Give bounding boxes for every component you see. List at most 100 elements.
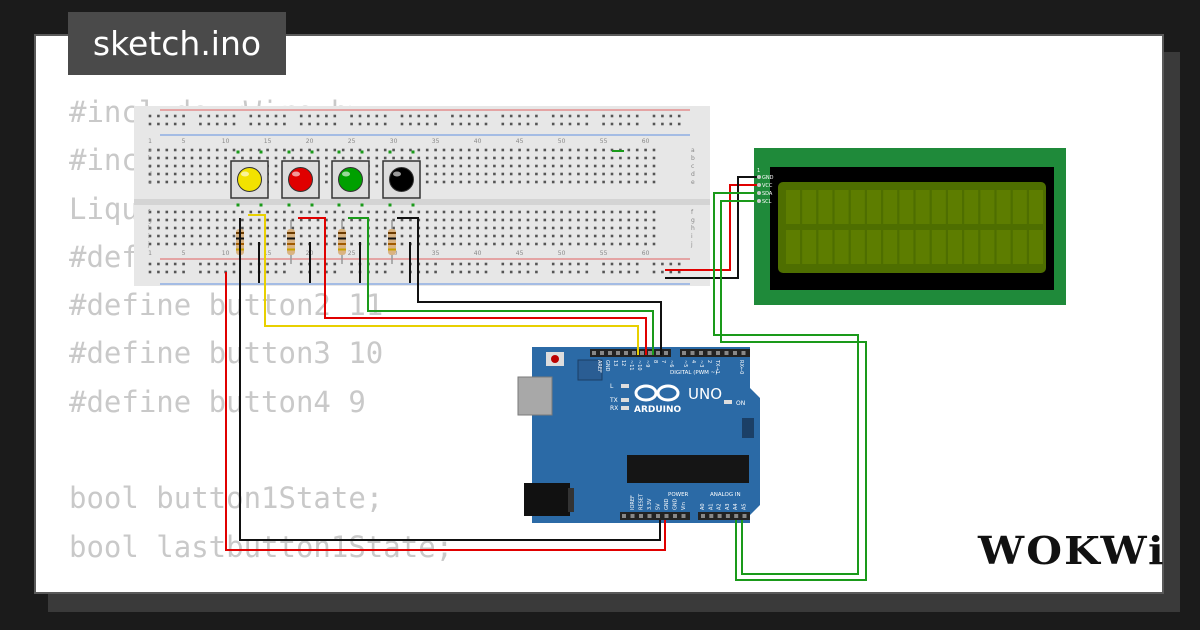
breadboard-hole: [543, 164, 547, 168]
rail-hole: [551, 262, 555, 266]
pushbutton-cap[interactable]: [237, 167, 262, 192]
rail-hole: [232, 122, 236, 126]
pushbutton-red[interactable]: [281, 150, 320, 207]
breadboard-hole: [274, 218, 278, 222]
breadboard-hole: [173, 156, 177, 160]
rail-hole: [568, 262, 572, 266]
led-label: TX: [609, 397, 618, 404]
breadboard-hole: [400, 226, 404, 230]
breadboard-hole: [476, 226, 479, 230]
breadboard-hole: [568, 242, 572, 246]
breadboard[interactable]: 1155101015152020252530303535404045455050…: [134, 106, 710, 286]
pushbutton-leg: [388, 203, 392, 207]
power-pin-label: GND: [664, 498, 670, 510]
breadboard-hole: [467, 164, 471, 168]
pushbutton-green[interactable]: [331, 150, 370, 207]
breadboard-hole: [476, 180, 479, 184]
rail-hole: [308, 114, 311, 118]
lcd-pin-label: GND: [762, 175, 774, 181]
breadboard-hole: [148, 156, 152, 160]
breadboard-hole: [215, 164, 219, 168]
header-hole: [664, 351, 668, 355]
rail-hole: [375, 122, 379, 126]
breadboard-hole: [619, 172, 622, 176]
pushbutton-black[interactable]: [382, 150, 421, 207]
digital-pin-label: 2: [706, 360, 712, 363]
breadboard-hole: [493, 234, 496, 238]
breadboard-hole: [535, 210, 538, 214]
rail-hole: [635, 262, 639, 266]
rail-hole: [560, 114, 563, 118]
breadboard-hole: [375, 180, 379, 184]
breadboard-hole: [535, 218, 538, 222]
breadboard-hole: [325, 210, 328, 214]
breadboard-hole: [241, 226, 244, 230]
breadboard-hole: [215, 148, 219, 152]
breadboard-hole: [291, 210, 295, 214]
breadboard-hole: [635, 226, 639, 230]
lcd-pin-label: VCC: [762, 183, 773, 189]
breadboard-hole: [207, 180, 211, 184]
lcd-cell: [948, 190, 962, 224]
resistor[interactable]: [287, 220, 295, 264]
breadboard-hole: [224, 164, 227, 168]
breadboard-hole: [610, 242, 614, 246]
rail-hole: [535, 122, 538, 126]
breadboard-hole: [568, 180, 572, 184]
breadboard-hole: [224, 172, 227, 176]
rail-hole: [585, 262, 589, 266]
breadboard-hole: [493, 172, 496, 176]
arduino-uno[interactable]: UNO ARDUINO DIGITAL (PWM ~) POWER ANALOG…: [517, 347, 760, 523]
rail-hole: [283, 270, 286, 274]
rail-hole: [400, 270, 404, 274]
resistor[interactable]: [388, 220, 396, 264]
header-hole: [622, 514, 626, 518]
breadboard-hole: [543, 156, 547, 160]
pushbutton-cap[interactable]: [338, 167, 363, 192]
rail-hole: [459, 270, 463, 274]
rail-hole: [358, 114, 362, 118]
rail-hole: [409, 122, 412, 126]
breadboard-hole: [543, 234, 547, 238]
breadboard-hole: [459, 180, 463, 184]
rail-hole: [207, 262, 211, 266]
breadboard-hole: [182, 172, 185, 176]
breadboard-hole: [207, 242, 211, 246]
breadboard-hole: [577, 218, 580, 222]
rail-hole: [568, 122, 572, 126]
breadboard-hole: [652, 180, 656, 184]
push-buttons[interactable]: [230, 150, 421, 207]
column-number: 1: [148, 138, 152, 145]
resistor-band: [338, 248, 346, 251]
rail-hole: [367, 122, 370, 126]
breadboard-hole: [585, 156, 589, 160]
breadboard-hole: [543, 218, 547, 222]
rail-hole: [459, 262, 463, 266]
reset-button[interactable]: [551, 355, 559, 363]
analog-pin-label: A4: [733, 503, 739, 510]
resistor[interactable]: [338, 220, 346, 264]
breadboard-hole: [157, 172, 160, 176]
breadboard-hole: [425, 148, 429, 152]
breadboard-hole: [467, 210, 471, 214]
rail-hole: [274, 122, 278, 126]
pushbutton-cap[interactable]: [288, 167, 313, 192]
lcd-cell: [964, 230, 979, 264]
pushbutton-yellow[interactable]: [230, 150, 269, 207]
rail-hole: [173, 262, 177, 266]
breadboard-hole: [207, 210, 211, 214]
digital-label: DIGITAL (PWM ~): [670, 370, 717, 376]
rail-hole: [535, 270, 538, 274]
file-tab[interactable]: sketch.ino: [68, 12, 286, 75]
breadboard-hole: [551, 156, 555, 160]
pushbutton-cap[interactable]: [389, 167, 414, 192]
breadboard-hole: [316, 234, 320, 238]
column-number: 1: [148, 250, 152, 257]
breadboard-hole: [434, 148, 437, 152]
lcd-cell: [867, 190, 881, 224]
breadboard-hole: [434, 234, 437, 238]
breadboard-hole: [577, 226, 580, 230]
